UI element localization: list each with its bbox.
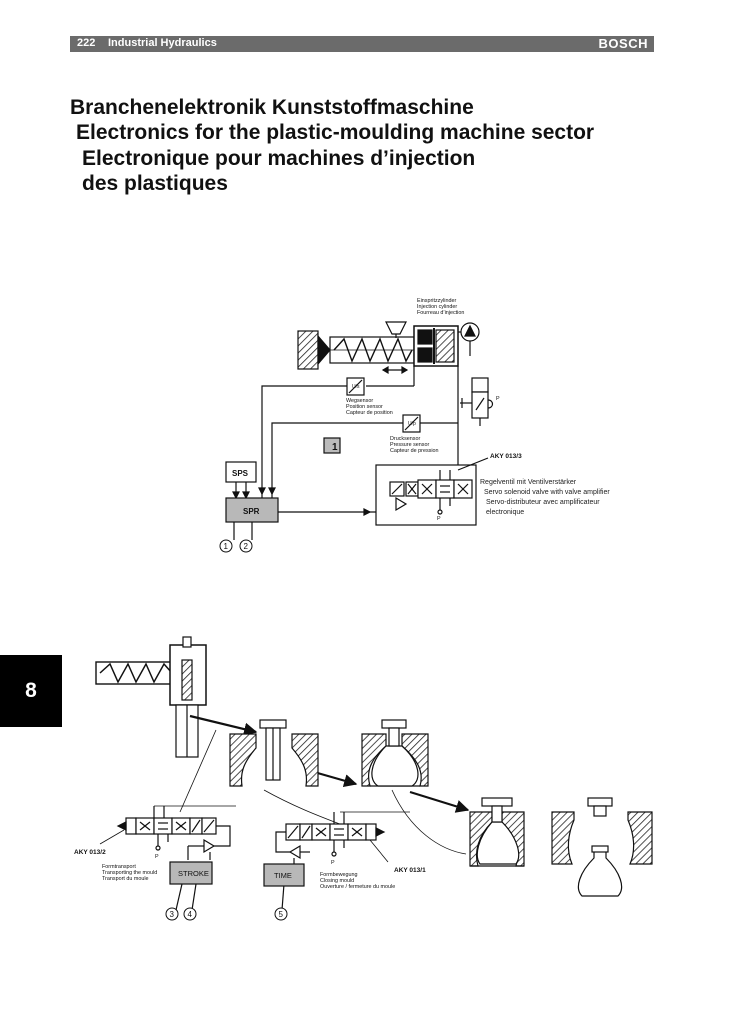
label-aky-013-3: AKY 013/3: [490, 453, 522, 460]
injection-cylinder: [413, 325, 459, 367]
book-title: Industrial Hydraulics: [108, 37, 217, 49]
spr-box: [225, 497, 279, 523]
pump-symbol: [458, 322, 480, 356]
stroke-label: STROKE: [178, 869, 209, 878]
valve-aky-013-2: [99, 805, 236, 911]
label-p-right: P: [331, 860, 335, 866]
callout-4: 4: [188, 910, 193, 919]
title-line-en: Electronics for the plastic-moulding mac…: [76, 121, 595, 144]
callout-3: 3: [170, 910, 175, 919]
label-aky-013-1: AKY 013/1: [394, 867, 426, 874]
header-bar: 222 Industrial Hydraulics BOSCH: [70, 36, 654, 52]
mould-stage-1: [229, 719, 319, 787]
title-line-fr-1: Electronique pour machines d’injection: [82, 147, 476, 170]
label-pressure-de: Drucksensor: [390, 436, 420, 442]
sps-box: [225, 461, 257, 483]
label-position-en: Position sensor: [346, 404, 383, 410]
transfer-arrow-1: [189, 714, 258, 736]
title-line-de: Branchenelektronik Kunststoffmaschine: [70, 96, 474, 119]
stroke-arrow: [381, 365, 409, 375]
time-label: TIME: [274, 871, 292, 880]
label-servo-en: Servo solenoid valve with valve amplifie…: [484, 489, 610, 496]
stroke-box: [169, 861, 213, 885]
label-aky-013-2: AKY 013/2: [74, 849, 106, 856]
label-transport-en: Transporting the mould: [102, 870, 157, 876]
spr-label: SPR: [243, 507, 260, 516]
sps-label: SPS: [232, 469, 249, 478]
label-closing-en: Closing mould: [320, 878, 354, 884]
servo-valve-assembly: [375, 457, 489, 526]
callouts-bottom: 3 4 5: [165, 907, 288, 921]
mould-stage-3: [469, 797, 525, 867]
label-injection-en: Injection cylinder: [417, 304, 457, 310]
label-us: U/s: [352, 384, 360, 390]
bottom-diagram: [95, 636, 653, 911]
label-p-servo: P: [437, 516, 441, 522]
link-line-2: [263, 789, 351, 829]
transfer-arrow-3: [409, 790, 470, 813]
top-diagram: [225, 321, 494, 540]
callout-2: 2: [244, 542, 249, 551]
pressure-sensor-symbol: [402, 366, 459, 470]
marker-label: 1: [332, 442, 338, 453]
label-servo-fr-1: Servo-distributeur avec amplificateur: [486, 499, 600, 506]
label-injection-de: Einspritzzylinder: [417, 298, 456, 304]
label-injection-fr: Fourreau d’injection: [417, 310, 464, 316]
link-line-1: [179, 729, 217, 813]
label-transport-de: Formtransport: [102, 864, 136, 870]
injection-head: [169, 636, 207, 758]
marker-box: [323, 437, 341, 454]
mould-stage-2: [361, 719, 429, 787]
label-servo-de: Regelventil mit Ventilverstärker: [480, 479, 577, 486]
link-line-3: [391, 789, 467, 855]
page-number: 222: [77, 37, 96, 49]
label-p-left: P: [155, 854, 159, 860]
label-position-de: Wegsensor: [346, 398, 373, 404]
signal-lines-top: [232, 385, 403, 540]
time-box: [263, 863, 305, 887]
chapter-tab: 8: [0, 655, 62, 727]
label-up: U/p: [408, 421, 416, 427]
label-p-top: P: [496, 396, 500, 402]
label-closing-de: Formbewegung: [320, 872, 357, 878]
brand-logo: BOSCH: [598, 36, 648, 51]
callouts-top: 1 2: [219, 539, 253, 553]
label-closing-fr: Ouverture / fermeture du moule: [320, 884, 395, 890]
callout-1: 1: [224, 542, 229, 551]
label-pressure-en: Pressure sensor: [390, 442, 429, 448]
callout-5: 5: [279, 910, 284, 919]
label-transport-fr: Transport du moule: [102, 876, 149, 882]
screw-barrel: [329, 321, 415, 364]
label-servo-fr-2: electronique: [486, 509, 524, 516]
label-pressure-fr: Capteur de pression: [390, 448, 439, 454]
direction-valve-top: [460, 377, 494, 426]
mould-stage-4: [551, 797, 653, 897]
transfer-arrow-2: [313, 770, 358, 788]
title-line-fr-2: des plastiques: [82, 172, 228, 195]
mould-block: [297, 330, 331, 370]
valve-aky-013-1: [275, 811, 410, 911]
label-position-fr: Capteur de position: [346, 410, 393, 416]
